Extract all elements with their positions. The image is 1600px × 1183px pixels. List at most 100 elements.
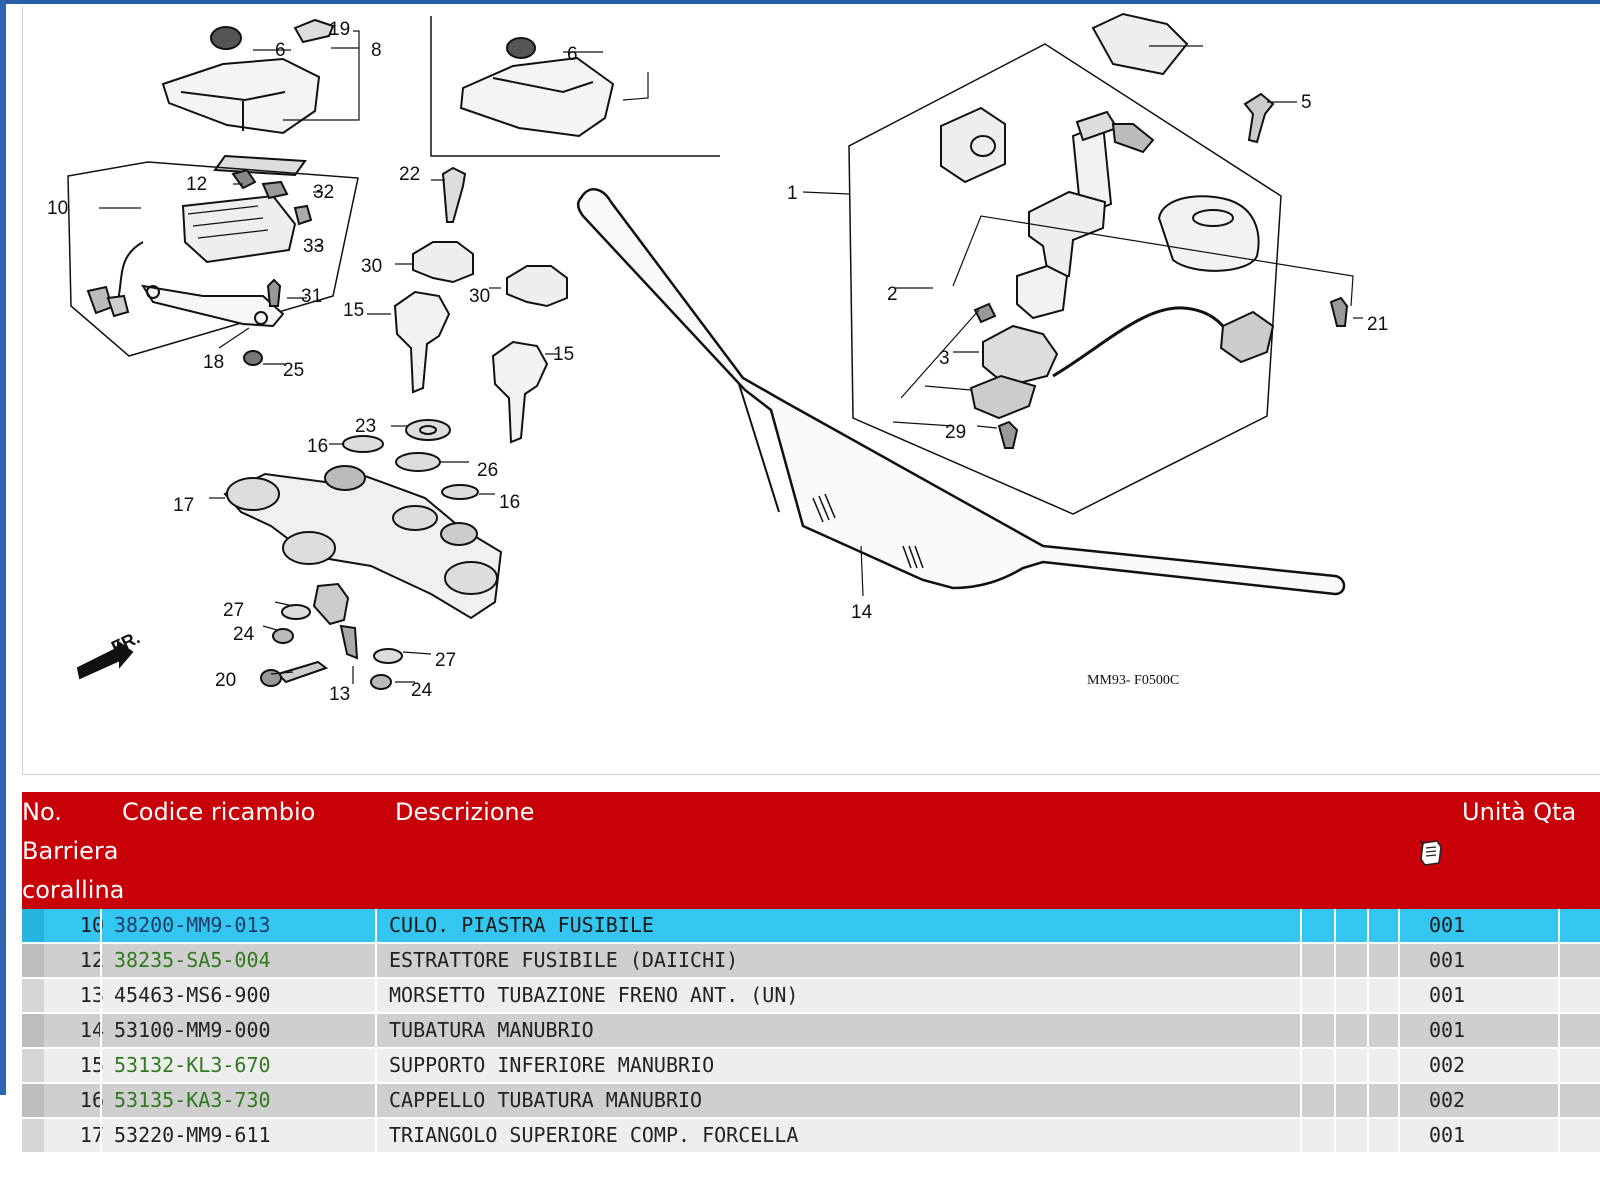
table-row[interactable]: 10 38200-MM9-013 CULO. PIASTRA FUSIBILE … <box>22 909 1600 944</box>
column-divider <box>1558 1119 1560 1152</box>
column-divider <box>1367 944 1369 977</box>
row-no: 13 <box>79 983 104 1007</box>
column-divider <box>1300 1049 1302 1082</box>
left-window-edge <box>0 0 6 1095</box>
table-row[interactable]: 17 53220-MM9-611 TRIANGOLO SUPERIORE COM… <box>22 1119 1600 1154</box>
column-divider <box>1367 1119 1369 1152</box>
column-divider <box>1300 944 1302 977</box>
handlebar-holders <box>342 166 568 500</box>
callout-2: 2 <box>887 284 898 305</box>
row-selector[interactable] <box>22 1014 44 1047</box>
table-row[interactable]: 13 45463-MS6-900 MORSETTO TUBAZIONE FREN… <box>22 979 1600 1014</box>
column-divider <box>1367 1014 1369 1047</box>
callout-8: 8 <box>371 40 382 61</box>
column-divider <box>375 1084 377 1117</box>
callout-31: 31 <box>301 286 322 307</box>
column-divider <box>1334 1119 1336 1152</box>
callout-15: 15 <box>343 300 364 321</box>
callout-10: 10 <box>47 198 68 219</box>
row-qty: 001 <box>1428 1123 1466 1147</box>
row-description: CAPPELLO TUBATURA MANUBRIO <box>389 1088 703 1112</box>
callout-6: 6 <box>275 40 286 61</box>
row-selector[interactable] <box>22 979 44 1012</box>
row-qty: 001 <box>1428 1018 1466 1042</box>
callout-30b: 30 <box>469 286 490 307</box>
callout-14: 14 <box>851 602 873 623</box>
callout-24b: 24 <box>411 680 433 701</box>
column-divider <box>1558 979 1560 1012</box>
row-qty: 002 <box>1428 1088 1466 1112</box>
callout-6b: 6 <box>567 44 578 65</box>
column-divider <box>100 979 102 1012</box>
column-divider <box>1367 1084 1369 1117</box>
row-part-code[interactable]: 38235-SA5-004 <box>114 948 271 972</box>
header-no[interactable]: No. <box>22 798 62 826</box>
callout-16b: 16 <box>499 492 520 513</box>
header-unit-qty[interactable]: Unità Qta <box>1462 798 1577 826</box>
column-divider <box>100 1084 102 1117</box>
column-divider <box>1398 1049 1400 1082</box>
row-description: TRIANGOLO SUPERIORE COMP. FORCELLA <box>389 1123 799 1147</box>
column-divider <box>375 1014 377 1047</box>
callout-20: 20 <box>215 670 236 691</box>
header-barrier-line1[interactable]: Barriera <box>22 837 119 865</box>
row-selector[interactable] <box>22 944 44 977</box>
column-divider <box>1300 909 1302 942</box>
row-qty: 001 <box>1428 948 1466 972</box>
row-selector[interactable] <box>22 1084 44 1117</box>
callout-12: 12 <box>186 174 207 195</box>
callout-numbers: 19 6 8 6 5 1 10 12 32 33 22 30 31 15 30 … <box>47 19 1388 705</box>
column-divider <box>100 1119 102 1152</box>
row-description: SUPPORTO INFERIORE MANUBRIO <box>389 1053 715 1077</box>
table-header: No. Barriera corallina Codice ricambio D… <box>22 792 1600 909</box>
callout-19: 19 <box>329 19 350 40</box>
column-divider <box>1398 944 1400 977</box>
table-row[interactable]: 16 53135-KA3-730 CAPPELLO TUBATURA MANUB… <box>22 1084 1600 1119</box>
row-qty: 002 <box>1428 1053 1466 1077</box>
row-selector[interactable] <box>22 1049 44 1082</box>
header-description[interactable]: Descrizione <box>395 798 535 826</box>
column-divider <box>1334 1014 1336 1047</box>
column-divider <box>1300 1014 1302 1047</box>
callout-15b: 15 <box>553 344 574 365</box>
callout-25: 25 <box>283 360 304 381</box>
column-divider <box>375 1119 377 1152</box>
row-selector[interactable] <box>22 909 44 942</box>
column-divider <box>375 944 377 977</box>
row-selector[interactable] <box>22 1119 44 1152</box>
right-switch-box-group <box>430 16 720 157</box>
callout-1: 1 <box>787 183 798 204</box>
row-no: 12 <box>79 948 104 972</box>
column-divider <box>1398 1119 1400 1152</box>
row-part-code[interactable]: 45463-MS6-900 <box>114 983 271 1007</box>
callout-22: 22 <box>399 164 420 185</box>
table-row[interactable]: 14 53100-MM9-000 TUBATURA MANUBRIO 001 <box>22 1014 1600 1049</box>
header-part-code[interactable]: Codice ricambio <box>122 798 316 826</box>
row-part-code[interactable]: 53132-KL3-670 <box>114 1053 271 1077</box>
callout-13: 13 <box>329 684 350 705</box>
callout-27b: 27 <box>435 650 456 671</box>
parts-table: No. Barriera corallina Codice ricambio D… <box>22 792 1600 1154</box>
table-row[interactable]: 12 38235-SA5-004 ESTRATTORE FUSIBILE (DA… <box>22 944 1600 979</box>
table-row[interactable]: 15 53132-KL3-670 SUPPORTO INFERIORE MANU… <box>22 1049 1600 1084</box>
column-divider <box>1558 1084 1560 1117</box>
row-part-code[interactable]: 53135-KA3-730 <box>114 1088 271 1112</box>
row-no: 16 <box>79 1088 104 1112</box>
row-part-code[interactable]: 38200-MM9-013 <box>114 913 271 937</box>
cart-icon[interactable] <box>1417 837 1447 867</box>
column-divider <box>100 1049 102 1082</box>
row-description: CULO. PIASTRA FUSIBILE <box>389 913 654 937</box>
row-no: 15 <box>79 1053 104 1077</box>
row-part-code[interactable]: 53220-MM9-611 <box>114 1123 271 1147</box>
callout-27: 27 <box>223 600 244 621</box>
column-divider <box>1398 1014 1400 1047</box>
row-part-code[interactable]: 53100-MM9-000 <box>114 1018 271 1042</box>
ignition-switch-group <box>848 12 1349 515</box>
column-divider <box>1398 979 1400 1012</box>
header-barrier-line2[interactable]: corallina <box>22 876 125 904</box>
callout-30: 30 <box>361 256 382 277</box>
row-description: ESTRATTORE FUSIBILE (DAIICHI) <box>389 948 739 972</box>
leader-lines <box>99 30 1363 684</box>
callout-16: 16 <box>307 436 328 457</box>
row-no: 17 <box>79 1123 104 1147</box>
